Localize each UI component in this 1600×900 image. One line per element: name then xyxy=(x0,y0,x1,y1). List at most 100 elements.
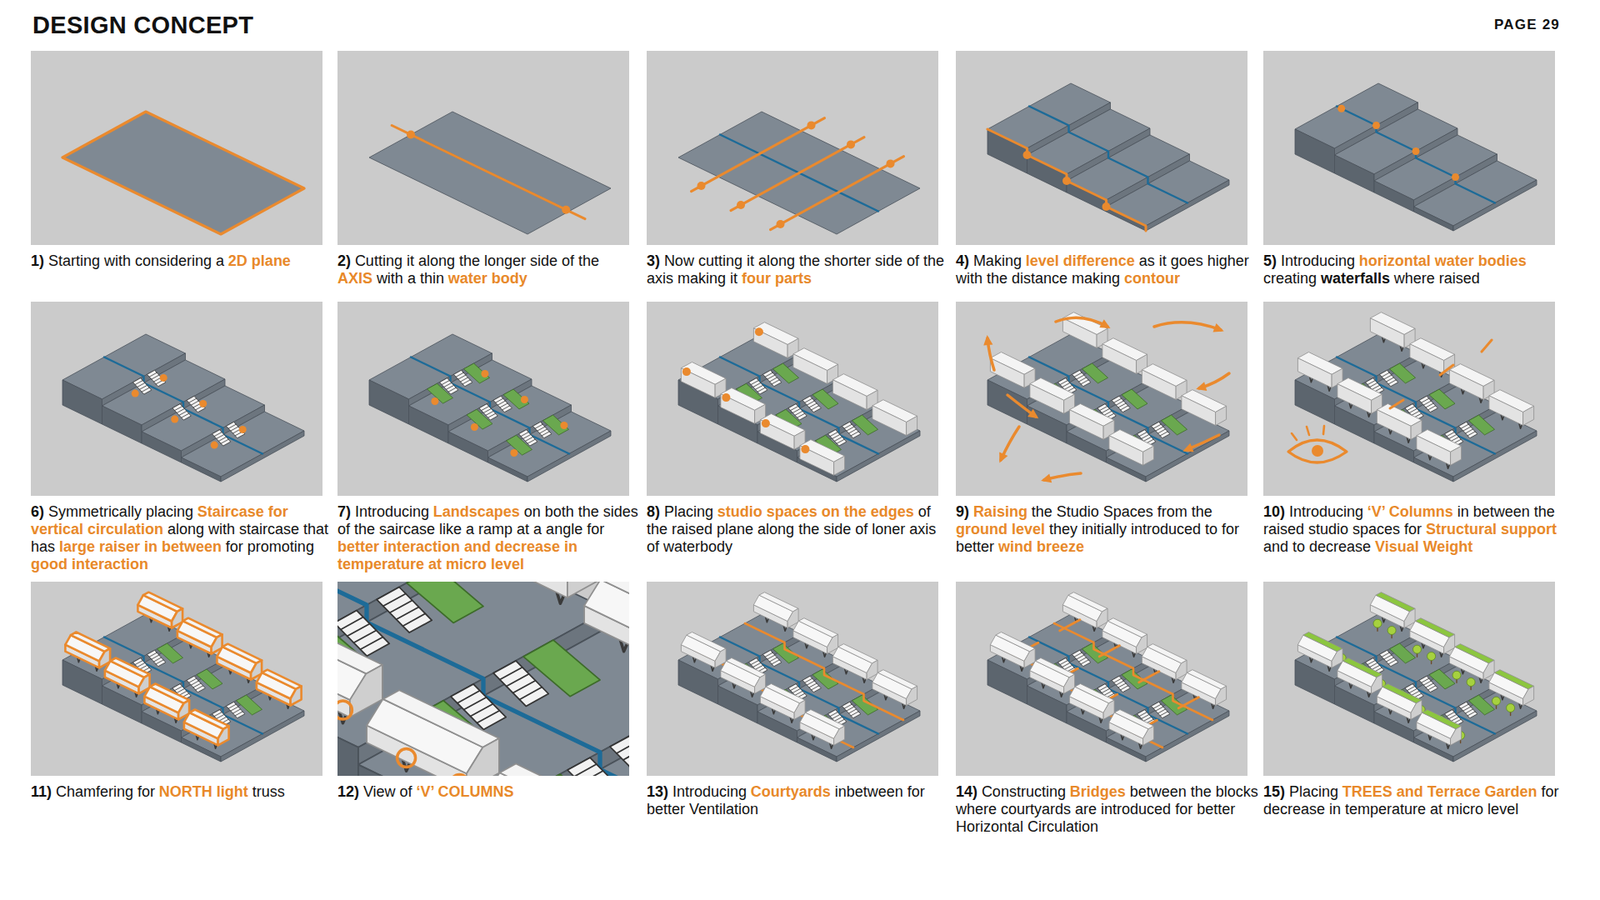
staircase xyxy=(1419,395,1438,412)
stair-tread xyxy=(481,406,490,411)
caption-text: Starting with considering a xyxy=(48,252,225,270)
contour-profile xyxy=(987,129,1146,231)
step-caption: 2)Cutting it along the longer side of th… xyxy=(337,252,641,288)
marker-stroke xyxy=(1390,400,1404,409)
stair-tread xyxy=(811,405,820,410)
stair-tread xyxy=(809,403,817,408)
stair-tread xyxy=(1115,680,1124,685)
step-caption: 11)Chamfering forNORTH lighttruss xyxy=(30,783,335,801)
stair-tread xyxy=(1118,683,1126,688)
slab-side xyxy=(1027,155,1068,193)
staircase xyxy=(802,675,821,692)
stair-tread xyxy=(1120,685,1129,690)
stair-tread xyxy=(1407,686,1415,691)
stair-tread xyxy=(1141,715,1150,720)
step-number: 12) xyxy=(337,783,360,800)
step-number: 7) xyxy=(337,503,351,520)
caption-text: Introducing xyxy=(355,503,430,520)
stair-tread xyxy=(830,712,838,717)
stair-tread xyxy=(844,704,852,709)
slab-riser xyxy=(1145,710,1230,762)
caption-keyword: Raising xyxy=(973,503,1028,520)
studio-wall xyxy=(1416,435,1451,466)
site-plane xyxy=(62,111,305,235)
courtyard-line xyxy=(745,623,904,720)
stair-tread xyxy=(140,385,148,390)
page-number: PAGE 29 xyxy=(1494,16,1560,34)
concept-panel xyxy=(955,50,1248,245)
stair-tread xyxy=(753,383,761,388)
stair-tread xyxy=(795,690,803,695)
marker-dot xyxy=(761,419,770,428)
stair-tread xyxy=(1153,424,1161,429)
caption-text: Placing xyxy=(1289,783,1339,800)
studio-roof xyxy=(182,618,222,638)
concept-step: 7)IntroducingLandscapeson both the sides… xyxy=(337,301,641,571)
marker-dot xyxy=(470,423,479,431)
studio-roof xyxy=(70,632,110,652)
caption-text: with a thin xyxy=(376,270,445,287)
studio-wall xyxy=(1102,344,1137,375)
stair-tread xyxy=(219,436,227,441)
stair-tread xyxy=(488,413,496,418)
step-number: 14) xyxy=(955,783,978,800)
studio-wall xyxy=(1062,318,1097,349)
stair-tread xyxy=(797,413,805,418)
marker-dot xyxy=(697,181,706,190)
water-body xyxy=(104,637,263,735)
staircase xyxy=(567,757,623,776)
staircase xyxy=(493,395,512,412)
slab-side xyxy=(409,405,450,444)
studio-roof xyxy=(1375,592,1415,612)
site-plane xyxy=(369,111,611,235)
concept-panel xyxy=(1263,581,1555,776)
stair-tread xyxy=(151,375,160,380)
stair-tread xyxy=(444,383,452,388)
marker-dot xyxy=(510,449,518,457)
stair-tread xyxy=(1465,709,1474,714)
slab-riser xyxy=(220,710,305,762)
stair-tread xyxy=(795,410,803,415)
concept-panel xyxy=(337,301,630,496)
marker-dot xyxy=(406,130,415,140)
studio-roof xyxy=(1415,618,1455,638)
stair-tread xyxy=(1118,403,1126,408)
concept-step: 13)IntroducingCourtyardsinbetween for be… xyxy=(646,581,950,851)
step-caption: 10)Introducing‘V’ Columnsin between the … xyxy=(1263,503,1567,556)
wind-arrowhead xyxy=(999,451,1008,463)
water-body xyxy=(1336,637,1495,735)
caption-text: where raised xyxy=(1394,270,1480,287)
water-body xyxy=(410,357,570,455)
step-caption: 9)Raisingthe Studio Spaces from thegroun… xyxy=(955,503,1260,556)
slab-side xyxy=(1295,129,1335,174)
stair-tread xyxy=(1080,380,1089,385)
caption-text: Placing xyxy=(664,503,714,520)
staircase xyxy=(1459,701,1478,718)
stair-tread xyxy=(1101,689,1110,694)
slab-side xyxy=(488,457,529,482)
slab-side xyxy=(987,129,1028,174)
stair-tread xyxy=(541,431,550,436)
stair-tread xyxy=(464,697,487,710)
stair-tread xyxy=(396,606,420,620)
stair-tread xyxy=(849,429,857,434)
concept-illustration xyxy=(955,50,1248,245)
stair-tread xyxy=(540,429,548,434)
concept-panel xyxy=(1263,50,1555,245)
studio-roof xyxy=(383,690,500,748)
stair-tread xyxy=(1115,400,1124,405)
marker-dot xyxy=(721,393,730,402)
studio-wall xyxy=(720,394,755,425)
site-plane xyxy=(678,111,920,235)
wind-arrowhead xyxy=(983,335,993,346)
studio-roof xyxy=(798,618,838,638)
stair-tread xyxy=(1384,655,1392,660)
stair-tread xyxy=(502,405,510,410)
studio-wall xyxy=(1069,410,1104,440)
marker-dot xyxy=(560,421,568,430)
stair-tread xyxy=(1425,683,1434,688)
studio-wall xyxy=(1489,395,1524,426)
concept-panel xyxy=(30,301,323,496)
step-caption: 6)Symmetrically placingStaircase for ver… xyxy=(30,503,335,574)
slab-side xyxy=(1414,206,1455,231)
